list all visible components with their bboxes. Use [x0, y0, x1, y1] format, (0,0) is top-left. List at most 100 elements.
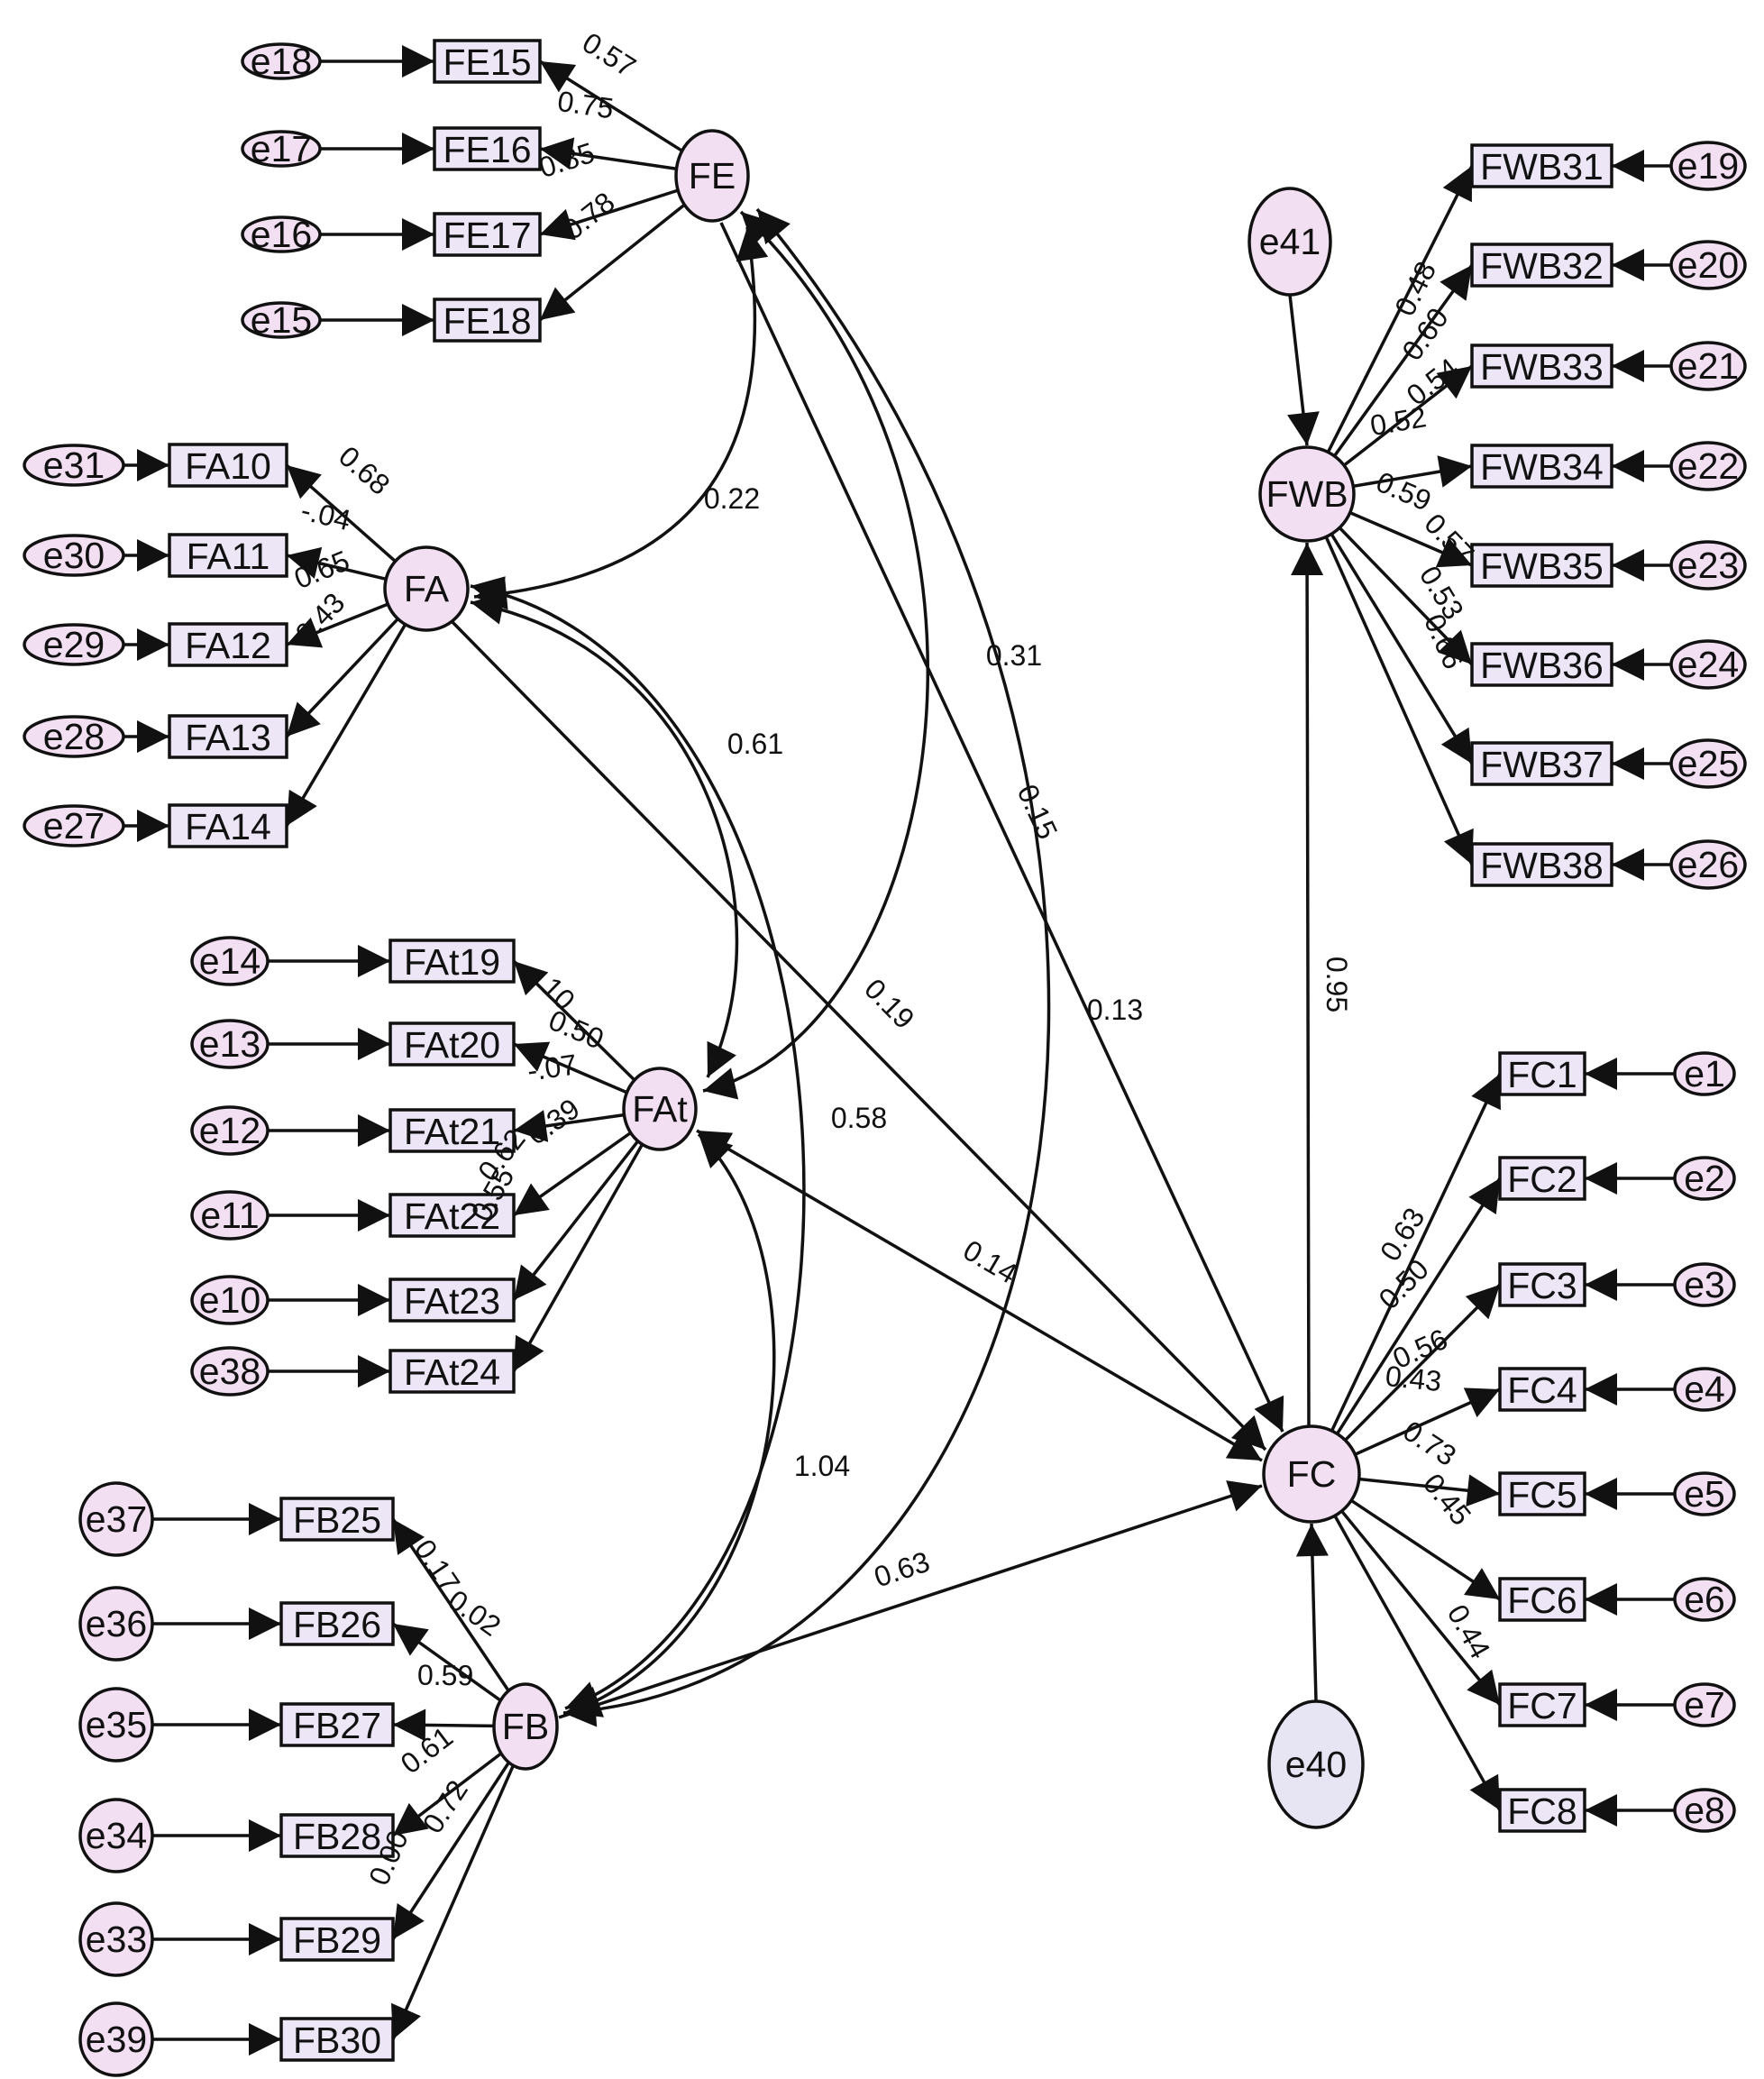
loading-arrow [1349, 511, 1473, 568]
loading-value: 0.68 [333, 440, 397, 501]
disturbance-e41: e41 [1248, 187, 1332, 297]
nodes-layer: FEFAFAtFBFWBFCe41e40FE15e18FE16e17FE17e1… [23, 39, 1747, 2077]
loading-arrow [1352, 455, 1473, 489]
latent-label: FWB [1266, 473, 1348, 515]
error-e37: e37 [78, 1481, 154, 1557]
error-label: e13 [199, 1023, 260, 1065]
error-e18: e18 [241, 41, 322, 82]
error-label: e22 [1677, 445, 1739, 487]
error-label: e18 [251, 41, 312, 82]
loading-arrow [1333, 1515, 1502, 1811]
error-label: e19 [1677, 145, 1739, 187]
error-e34: e34 [78, 1798, 154, 1873]
error-label: e30 [43, 535, 105, 576]
error-label: e38 [199, 1351, 260, 1392]
covariance-value: 1.04 [794, 1450, 850, 1482]
indicator-label: FE17 [443, 215, 532, 256]
error-e29: e29 [23, 623, 125, 666]
loading-arrow [1338, 527, 1474, 666]
error-label: e21 [1677, 345, 1739, 387]
error-label: e34 [86, 1815, 147, 1856]
loading-value: 0.52 [1367, 400, 1428, 442]
indicator-fc4: FC4 [1498, 1367, 1586, 1412]
indicator-label: FC5 [1507, 1474, 1577, 1516]
loading-arrow [1324, 536, 1474, 865]
indicator-fwb32: FWB32 [1470, 243, 1613, 288]
disturbance-label: e40 [1285, 1744, 1347, 1785]
indicator-label: FA11 [187, 536, 270, 577]
loading-value: 0.65 [289, 545, 353, 596]
error-label: e26 [1677, 844, 1739, 885]
loading-arrow [539, 60, 683, 152]
indicator-fb30: FB30 [279, 2017, 395, 2062]
loading-value: 0.85 [535, 136, 599, 184]
indicator-fe18: FE18 [433, 298, 542, 343]
loading-arrow [512, 1140, 640, 1302]
indicator-fc8: FC8 [1498, 1788, 1586, 1833]
indicator-fa13: FA13 [168, 714, 288, 759]
indicator-fwb35: FWB35 [1470, 543, 1613, 588]
indicator-label: FWB34 [1480, 446, 1604, 488]
error-label: e10 [199, 1279, 260, 1321]
indicator-label: FWB31 [1480, 146, 1604, 188]
error-label: e7 [1684, 1684, 1725, 1726]
indicator-label: FWB32 [1480, 245, 1604, 287]
error-e4: e4 [1673, 1367, 1736, 1412]
loading-arrow [539, 137, 677, 170]
indicator-label: FB27 [293, 1705, 381, 1746]
error-label: e25 [1677, 743, 1739, 784]
error-label: e14 [199, 940, 260, 982]
error-e2: e2 [1673, 1156, 1736, 1201]
loading-arrow [1336, 1177, 1502, 1435]
error-label: e6 [1684, 1579, 1725, 1620]
indicator-fb29: FB29 [279, 1917, 395, 1962]
indicator-fwb37: FWB37 [1470, 741, 1613, 786]
error-e30: e30 [23, 534, 125, 577]
indicator-label: FB29 [293, 1919, 381, 1961]
covariance-value: 0.13 [1087, 994, 1143, 1026]
covariance-fa-fat [470, 592, 739, 1078]
error-e5: e5 [1673, 1471, 1736, 1516]
edges-layer [123, 45, 1675, 2056]
error-e39: e39 [78, 2001, 154, 2077]
error-label: e17 [251, 128, 312, 169]
indicator-fat20: FAt20 [388, 1021, 516, 1067]
error-e6: e6 [1673, 1577, 1736, 1622]
error-label: e31 [43, 444, 105, 486]
loading-value: 0.43 [1384, 1360, 1443, 1397]
disturbance-e40: e40 [1267, 1699, 1365, 1829]
loading-value: 0.50 [544, 1003, 608, 1056]
error-e7: e7 [1673, 1682, 1736, 1727]
loading-value: 0.50 [1372, 1252, 1434, 1315]
error-e11: e11 [190, 1190, 270, 1241]
error-e38: e38 [190, 1346, 270, 1397]
loading-arrow [1343, 364, 1474, 467]
indicator-fc2: FC2 [1498, 1156, 1586, 1201]
indicator-label: FB28 [293, 1816, 381, 1857]
indicator-fa10: FA10 [168, 443, 288, 488]
error-label: e33 [86, 1919, 147, 1960]
error-label: e27 [43, 805, 105, 847]
loading-value: 0.44 [1441, 1599, 1497, 1664]
path-value: 0.19 [858, 972, 920, 1035]
indicator-label: FC7 [1507, 1685, 1577, 1726]
loading-value: -.04 [298, 493, 354, 536]
covariance-fe-fb [562, 207, 1051, 1727]
loading-arrow [286, 602, 388, 648]
path-fat-fc [696, 1129, 1263, 1462]
indicator-fa12: FA12 [168, 622, 288, 667]
latent-label: FA [404, 568, 450, 609]
latent-fe: FE [674, 129, 750, 223]
latent-label: FB [502, 1706, 549, 1747]
error-e24: e24 [1669, 639, 1747, 690]
covariance-value: 0.22 [704, 482, 760, 515]
indicator-fa14: FA14 [168, 803, 288, 848]
error-e33: e33 [78, 1901, 154, 1977]
error-label: e29 [43, 624, 105, 665]
error-label: e4 [1684, 1369, 1725, 1410]
disturbance-arrow [1287, 294, 1320, 446]
indicator-fwb36: FWB36 [1470, 642, 1613, 687]
latent-fwb: FWB [1258, 445, 1356, 543]
path-value: 0.15 [1011, 780, 1065, 845]
indicator-label: FE16 [443, 129, 532, 170]
